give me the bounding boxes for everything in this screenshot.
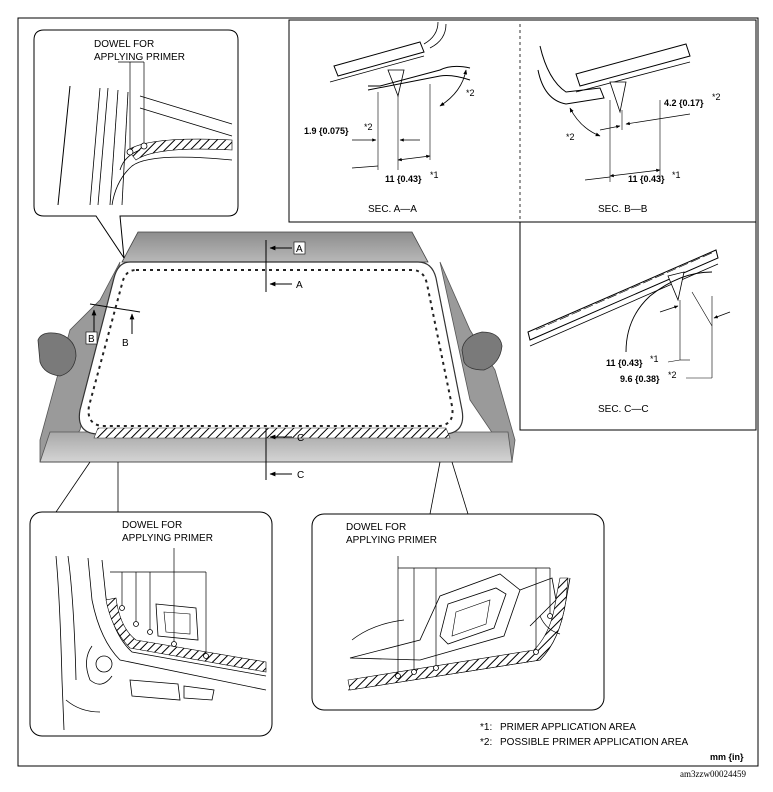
legend-note1-text: PRIMER APPLICATION AREA bbox=[500, 722, 636, 733]
legend-note1-mark: *1: bbox=[480, 722, 492, 733]
windshield-flange-outer bbox=[78, 261, 464, 435]
cut-tag-a-lower: A bbox=[296, 280, 303, 291]
cut-tag-b-right: B bbox=[122, 338, 129, 349]
cowl-primer-band bbox=[93, 427, 451, 439]
section-cut-b: B B bbox=[85, 303, 141, 349]
section-cut-a: A A bbox=[265, 240, 306, 292]
legend-note2-text: POSSIBLE PRIMER APPLICATION AREA bbox=[500, 737, 689, 748]
reference-code: am3zzw00024459 bbox=[680, 769, 746, 779]
left-mirror bbox=[37, 332, 77, 377]
right-mirror bbox=[461, 331, 503, 371]
cut-tag-b-left: B bbox=[88, 334, 95, 345]
callout-bottom-left-line1: DOWEL FOR bbox=[122, 520, 182, 531]
car-body-view bbox=[37, 231, 516, 464]
section-cut-c: C C bbox=[265, 428, 304, 481]
sec-aa-title: SEC. A—A bbox=[368, 204, 417, 215]
sec-bb-possible-dim: 4.2 {0.17} bbox=[664, 98, 704, 108]
section-aa-drawing: *2 1.9 {0.075} *2 11 {0.43} *1 SEC. A—A bbox=[304, 21, 475, 215]
sec-cc-possible-dim: 9.6 {0.38} bbox=[620, 374, 660, 384]
sec-cc-title: SEC. C—C bbox=[598, 404, 649, 415]
callout-top-left-line2: APPLYING PRIMER bbox=[94, 52, 185, 63]
callout-bottom-left: DOWEL FOR APPLYING PRIMER bbox=[29, 461, 273, 737]
legend: *1: PRIMER APPLICATION AREA *2: POSSIBLE… bbox=[480, 722, 744, 762]
section-bb-drawing: *2 4.2 {0.17} *2 11 {0.43} *1 SEC. B—B bbox=[537, 43, 721, 215]
sec-aa-possible-mark: *2 bbox=[364, 122, 373, 132]
callout-bottom-right-line1: DOWEL FOR bbox=[346, 522, 406, 533]
sec-aa-angle-mark: *2 bbox=[466, 88, 475, 98]
callout-bottom-right: DOWEL FOR APPLYING PRIMER bbox=[311, 461, 605, 711]
sec-cc-primer-mark: *1 bbox=[650, 354, 659, 364]
sec-aa-possible-dim: 1.9 {0.075} bbox=[304, 126, 349, 136]
callout-top-left: DOWEL FOR APPLYING PRIMER bbox=[33, 29, 239, 259]
callout-bottom-left-line2: APPLYING PRIMER bbox=[122, 533, 213, 544]
sec-bb-angle-mark: *2 bbox=[566, 132, 575, 142]
roof-panel bbox=[121, 231, 429, 263]
callout-bottom-right-line2: APPLYING PRIMER bbox=[346, 535, 437, 546]
sec-cc-possible-mark: *2 bbox=[668, 370, 677, 380]
figure-border bbox=[17, 17, 759, 767]
legend-note2-mark: *2: bbox=[480, 737, 492, 748]
sec-bb-primer-dim: 11 {0.43} bbox=[628, 174, 665, 184]
sec-bb-title: SEC. B—B bbox=[598, 204, 648, 215]
section-cc-drawing: 11 {0.43} *1 9.6 {0.38} *2 SEC. C—C bbox=[527, 249, 731, 415]
sec-bb-possible-mark: *2 bbox=[712, 92, 721, 102]
cut-tag-c-upper: C bbox=[297, 433, 304, 444]
sec-aa-primer-dim: 11 {0.43} bbox=[385, 174, 422, 184]
cut-tag-c-lower: C bbox=[297, 470, 304, 481]
primer-bead-line bbox=[87, 269, 454, 427]
legend-units: mm {in} bbox=[710, 752, 744, 762]
sec-bb-primer-mark: *1 bbox=[672, 170, 681, 180]
sec-cc-primer-dim: 11 {0.43} bbox=[606, 358, 643, 368]
sec-aa-primer-mark: *1 bbox=[430, 170, 439, 180]
callout-top-left-line1: DOWEL FOR bbox=[94, 39, 154, 50]
cut-tag-a-upper: A bbox=[296, 244, 303, 255]
